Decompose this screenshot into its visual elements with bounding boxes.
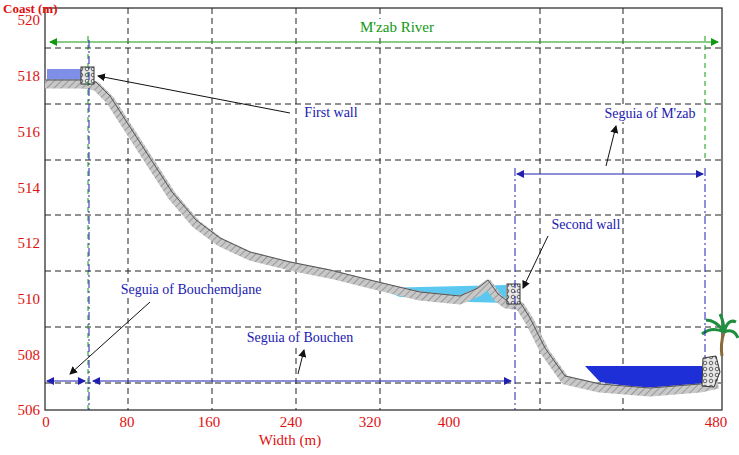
bouchen-span	[93, 380, 511, 381]
tick-label: 160	[198, 414, 221, 431]
tick-label: 508	[18, 347, 41, 364]
leader-line	[70, 302, 150, 374]
plot-frame	[45, 8, 722, 410]
river-limit	[705, 36, 706, 160]
tick-label: 0	[42, 414, 50, 431]
river-label: M'zab River	[358, 19, 436, 36]
seguia-limit	[89, 40, 90, 410]
leader-line	[606, 126, 616, 166]
tick-label: 400	[438, 414, 461, 431]
wall-label: Second wall	[550, 217, 623, 232]
wall-label: First wall	[302, 105, 359, 120]
leader-line	[298, 350, 304, 374]
river-span	[50, 41, 718, 42]
tick-label: 240	[280, 414, 303, 431]
seguia-limit	[705, 168, 706, 360]
tick-label: 320	[359, 414, 382, 431]
tick-label: 516	[18, 124, 41, 141]
tick-label: 512	[18, 235, 41, 252]
grid	[45, 8, 722, 410]
tick-label: 480	[705, 414, 728, 431]
seguia-label: Seguia of Bouchen	[245, 330, 356, 345]
river-limit	[88, 36, 89, 410]
axis-title: Width (m)	[259, 432, 321, 449]
tick-label: 80	[120, 414, 135, 431]
seguia-label: Seguia of M'zab	[602, 106, 697, 121]
tick-label: 510	[18, 291, 41, 308]
bouchemdjane-span	[47, 380, 85, 381]
mzab-seguia-span	[517, 173, 703, 174]
tick-label: 518	[18, 68, 41, 85]
tick-label: 520	[18, 12, 41, 29]
seguia-limit	[515, 168, 516, 410]
seguia-label: Seguia of Bouchemdjane	[119, 282, 264, 297]
leader-line	[98, 76, 290, 113]
palm-tree	[702, 314, 738, 356]
tick-label: 506	[18, 402, 41, 419]
third-wall	[702, 356, 720, 387]
leader-line	[523, 236, 548, 288]
second-wall	[507, 284, 520, 304]
ground-line	[45, 80, 718, 388]
ground-profile	[45, 84, 718, 392]
tick-label: 514	[18, 180, 41, 197]
